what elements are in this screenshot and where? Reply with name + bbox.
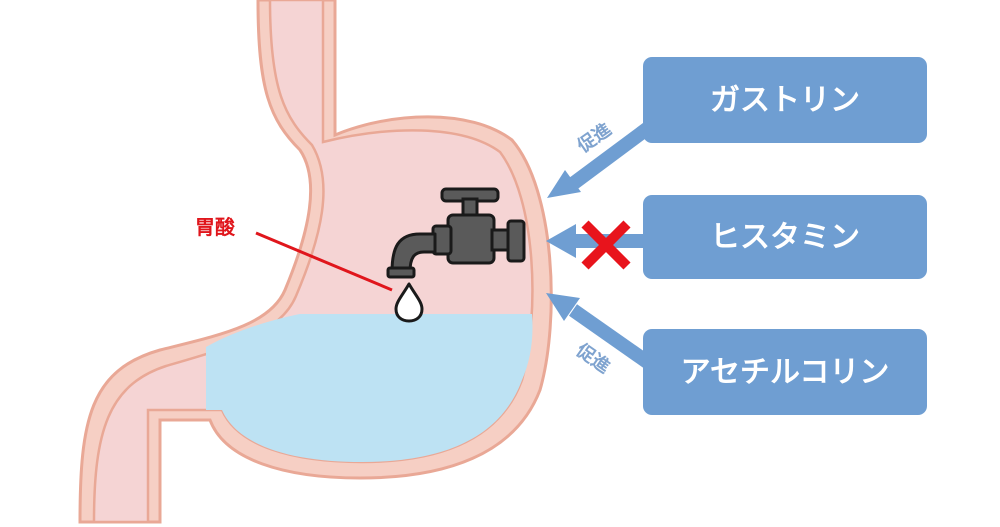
water-drop-icon <box>394 282 424 323</box>
acetylcholine-box-label: アセチルコリン <box>681 355 890 390</box>
cross-mark-icon <box>581 220 631 270</box>
acid-pointer-line <box>255 231 393 292</box>
stomach <box>78 0 553 524</box>
gastric-fluid <box>206 314 533 462</box>
gastrin-box-label: ガストリン <box>710 83 860 118</box>
acetylcholine-box: アセチルコリン <box>643 329 927 415</box>
gastrin-box: ガストリン <box>643 57 927 143</box>
histamine-box-label: ヒスタミン <box>710 220 860 255</box>
faucet-icon <box>386 187 526 279</box>
gastrin-arrow <box>547 122 653 198</box>
histamine-box: ヒスタミン <box>643 195 927 279</box>
acetylcholine-arrow <box>546 293 655 370</box>
promote-label-bottom: 促進 <box>571 339 614 378</box>
acid-label: 胃酸 <box>195 215 236 239</box>
